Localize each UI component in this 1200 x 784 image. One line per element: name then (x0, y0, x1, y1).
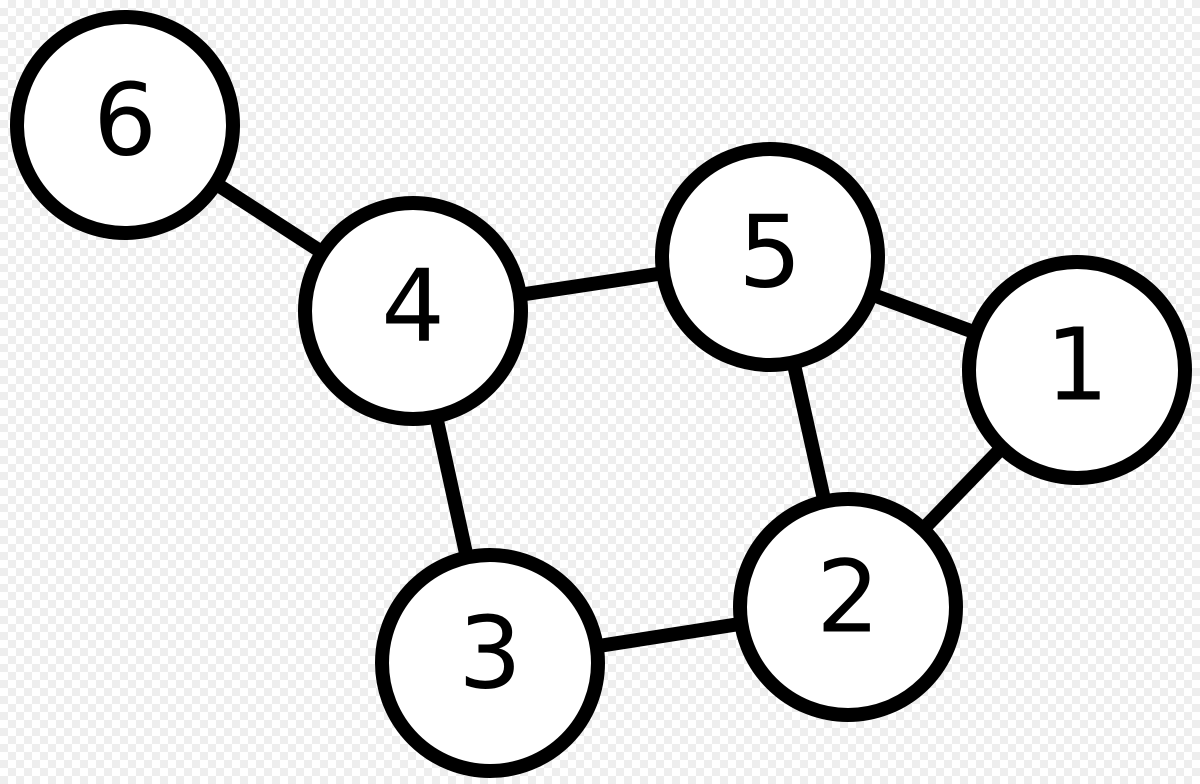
node-3-circle (375, 548, 605, 778)
node-6-label: 6 (93, 62, 157, 179)
node-4-circle (298, 196, 528, 426)
node-5-circle (655, 142, 885, 372)
node-3-label: 3 (458, 595, 522, 712)
node-6: 6 (10, 10, 240, 240)
node-2: 2 (733, 492, 963, 722)
node-2-circle (733, 492, 963, 722)
node-1-label: 1 (1045, 307, 1109, 424)
node-3: 3 (375, 548, 605, 778)
node-5-label: 5 (738, 194, 802, 311)
node-2-label: 2 (816, 539, 880, 656)
node-4-label: 4 (381, 248, 445, 365)
node-4: 4 (298, 196, 528, 426)
nodes: 6 4 5 1 2 3 (10, 10, 1192, 778)
node-1: 1 (962, 255, 1192, 485)
node-5: 5 (655, 142, 885, 372)
node-1-circle (962, 255, 1192, 485)
node-6-circle (10, 10, 240, 240)
